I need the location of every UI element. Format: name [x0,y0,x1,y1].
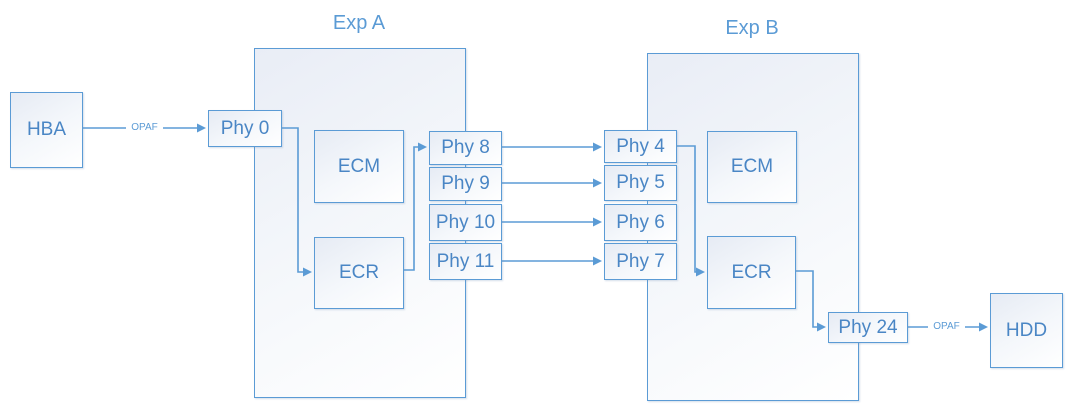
node-phy4: Phy 4 [604,130,677,163]
link-ecr-a-to-phy8 [404,142,427,271]
node-phy7: Phy 7 [604,243,677,280]
node-phy0: Phy 0 [208,110,282,147]
node-phy10: Phy 10 [429,204,502,241]
link-phy4-to-ecr-b [677,145,705,277]
expander-a-title: Exp A [332,12,386,34]
link-label-opaf-out: OPAF [928,320,965,333]
node-phy8: Phy 8 [429,131,502,165]
node-hba: HBA [10,92,83,168]
expander-b-box [647,53,859,401]
node-ecm-b: ECM [707,131,797,203]
node-phy9: Phy 9 [429,167,502,201]
link-label-opaf-in: OPAF [126,121,163,134]
node-hdd: HDD [990,293,1063,368]
node-ecr-a: ECR [314,237,404,309]
node-ecm-a: ECM [314,130,404,203]
node-phy11: Phy 11 [429,243,502,280]
node-phy6: Phy 6 [604,204,677,241]
link-phy0-to-ecr-a [282,127,312,277]
node-phy5: Phy 5 [604,165,677,201]
node-ecr-b: ECR [707,236,796,309]
link-ecr-b-to-phy24 [795,270,826,332]
node-phy24: Phy 24 [828,312,908,343]
expander-b-title: Exp B [725,17,779,39]
